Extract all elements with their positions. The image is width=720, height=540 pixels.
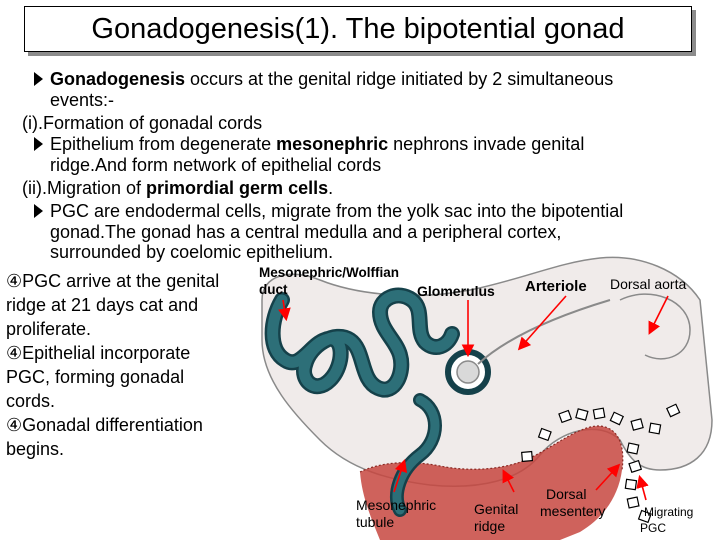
paragraph-text: gonad.The gonad has a central medulla an…: [50, 222, 562, 242]
mesonephric-duct-inner: [267, 290, 458, 395]
paragraph-epithelium: Epithelium from degenerate mesonephric n…: [50, 134, 584, 155]
label-dorsal-aorta: Dorsal aorta: [610, 276, 686, 293]
pgc-cell: [521, 450, 534, 463]
arrow-genital-ridge: [502, 469, 515, 493]
label-text: mesentery: [540, 503, 606, 519]
paragraph-continuation: gonad.The gonad has a central medulla an…: [50, 222, 561, 243]
paragraph-continuation: ridge.And form network of epithelial cor…: [50, 155, 381, 176]
item-text: ridge at 21 days cat and: [6, 295, 199, 315]
heading-text: (i).Formation of gonadal cords: [22, 113, 263, 133]
heading-migration-pgc: (ii).Migration of primordial germ cells.: [22, 178, 333, 199]
item-text: cords.: [6, 391, 56, 411]
item-text: Gonadal differentiation: [22, 415, 203, 435]
pgc-cell: [648, 422, 662, 435]
label-glomerulus: Glomerulus: [417, 283, 495, 300]
numbered-marker-icon: ④: [6, 271, 23, 291]
page-title: Gonadogenesis(1). The bipotential gonad: [91, 13, 625, 45]
item-text: Epithelial incorporate: [22, 343, 191, 363]
arrow-mesonephric-duct: [278, 299, 291, 322]
label-migrating-pgc: Migrating PGC: [640, 504, 693, 536]
paragraph-pgc: PGC are endodermal cells, migrate from t…: [50, 201, 623, 222]
arrow-mesonephric-tubule: [393, 458, 408, 493]
paragraph-text: events:-: [50, 90, 115, 110]
label-mesonephric-tubule: Mesonephric tubule: [356, 497, 436, 531]
heading-text: .: [328, 178, 334, 198]
item-text: PGC arrive at the genital: [22, 271, 220, 291]
term-primordial-germ-cells: primordial germ cells: [146, 178, 329, 198]
term-mesonephric: mesonephric: [276, 134, 389, 154]
label-text: PGC: [640, 521, 667, 535]
heading-text: (ii).Migration of: [22, 178, 147, 198]
arrow-arteriole: [517, 295, 567, 351]
arrow-dorsal-mesentery: [595, 463, 621, 491]
arrow-migrating-pgc: [636, 474, 649, 501]
label-text: Dorsal: [546, 486, 587, 502]
pgc-cell: [575, 408, 589, 421]
item-text: PGC, forming gonadal: [6, 367, 185, 387]
title-box: Gonadogenesis(1). The bipotential gonad: [24, 6, 692, 52]
pgc-cell: [537, 427, 552, 442]
genital-ridge: [360, 425, 623, 540]
numbered-item-2: ④Epithelial incorporate PGC, forming gon…: [6, 341, 190, 413]
paragraph-text: ridge.And form network of epithelial cor…: [50, 155, 382, 175]
label-text: ridge: [474, 518, 506, 534]
bullet-arrow-icon: [34, 72, 43, 86]
numbered-marker-icon: ④: [6, 343, 23, 363]
pointer-arrows: [278, 295, 669, 501]
label-text: Dorsal aorta: [610, 276, 687, 292]
paragraph-text: Epithelium from degenerate: [50, 134, 277, 154]
label-text: Glomerulus: [417, 283, 495, 299]
paragraph-continuation: events:-: [50, 90, 114, 111]
paragraph-text: surrounded by coelomic epithelium.: [50, 242, 334, 262]
heading-formation-cords: (i).Formation of gonadal cords: [22, 113, 262, 134]
bullet-arrow-icon: [34, 137, 43, 151]
numbered-item-1: ④PGC arrive at the genital ridge at 21 d…: [6, 269, 219, 341]
label-arteriole: Arteriole: [525, 278, 587, 295]
label-text: Arteriole: [525, 278, 587, 295]
label-text: Migrating: [644, 505, 694, 519]
label-mesonephric-duct: Mesonephric/Wolffian duct: [259, 264, 399, 298]
glomerulus: [456, 360, 480, 384]
pgc-cell: [626, 496, 640, 509]
paragraph-continuation: surrounded by coelomic epithelium.: [50, 242, 333, 263]
pgc-cell: [624, 478, 638, 491]
paragraph-text: PGC are endodermal cells, migrate from t…: [50, 201, 624, 221]
label-genital-ridge: Genital ridge: [474, 501, 518, 535]
aorta-loop: [619, 293, 691, 360]
bullet-arrow-icon: [34, 204, 43, 218]
pgc-cell: [637, 509, 652, 524]
numbered-marker-icon: ④: [6, 415, 23, 435]
label-text: Genital: [474, 501, 519, 517]
pgc-cell: [592, 407, 606, 420]
migrating-pgc-cells: [521, 403, 681, 524]
pgc-cell: [626, 442, 640, 455]
arteriole: [477, 299, 611, 365]
arrow-dorsal-aorta: [648, 295, 669, 335]
paragraph-gonadogenesis: Gonadogenesis occurs at the genital ridg…: [50, 69, 613, 90]
pgc-cell: [628, 459, 643, 474]
numbered-item-3: ④Gonadal differentiation begins.: [6, 413, 203, 461]
pgc-cell: [558, 409, 573, 424]
paragraph-text: nephrons invade genital: [388, 134, 585, 154]
label-text: Mesonephric/Wolffian: [259, 265, 400, 280]
label-text: Mesonephric: [356, 497, 437, 513]
pgc-cell: [630, 418, 644, 431]
pgc-cell: [665, 403, 681, 418]
term-gonadogenesis: Gonadogenesis: [50, 69, 186, 89]
paragraph-text: occurs at the genital ridge initiated by…: [185, 69, 614, 89]
tubule-descending-inner: [392, 395, 440, 515]
label-text: tubule: [356, 514, 395, 530]
item-text: proliferate.: [6, 319, 92, 339]
label-text: duct: [259, 282, 288, 297]
pgc-cell: [609, 411, 625, 426]
item-text: begins.: [6, 439, 65, 459]
label-dorsal-mesentery: Dorsal mesentery: [540, 486, 605, 520]
